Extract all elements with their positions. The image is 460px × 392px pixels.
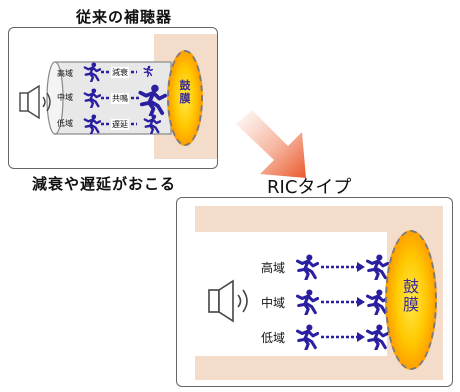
effect-resonance: 共鳴 [111, 93, 129, 104]
ric-band-label-mid: 中域 [261, 296, 286, 310]
eardrum [167, 50, 203, 146]
ric-band-label-low: 低域 [261, 331, 286, 345]
band-label-mid: 中域 [57, 93, 73, 102]
eardrum-label: 鼓 膜 [179, 79, 191, 105]
band-label-low: 低域 [57, 119, 73, 128]
ric-sound-paths [295, 254, 389, 350]
ric-band-label-high: 高域 [261, 261, 286, 275]
ric-panel: 高域 中域 低域 鼓 膜 [176, 197, 453, 387]
band-label-high: 高域 [57, 69, 73, 78]
speaker-icon [19, 84, 51, 120]
ric-eardrum [385, 230, 437, 370]
transition-arrow-icon [236, 110, 306, 178]
effect-attenuation: 減衰 [111, 67, 129, 78]
ric-eardrum-label: 鼓 膜 [402, 277, 419, 315]
conventional-title: 従来の補聴器 [76, 8, 173, 26]
ric-title: RICタイプ [267, 177, 352, 198]
conventional-panel: 高域 中域 低域 減衰 共鳴 遅延 鼓 膜 [8, 27, 218, 169]
speaker-icon [208, 279, 248, 323]
effect-delay: 遅延 [111, 119, 129, 130]
conventional-caption: 減衰や遅延がおこる [32, 175, 177, 193]
